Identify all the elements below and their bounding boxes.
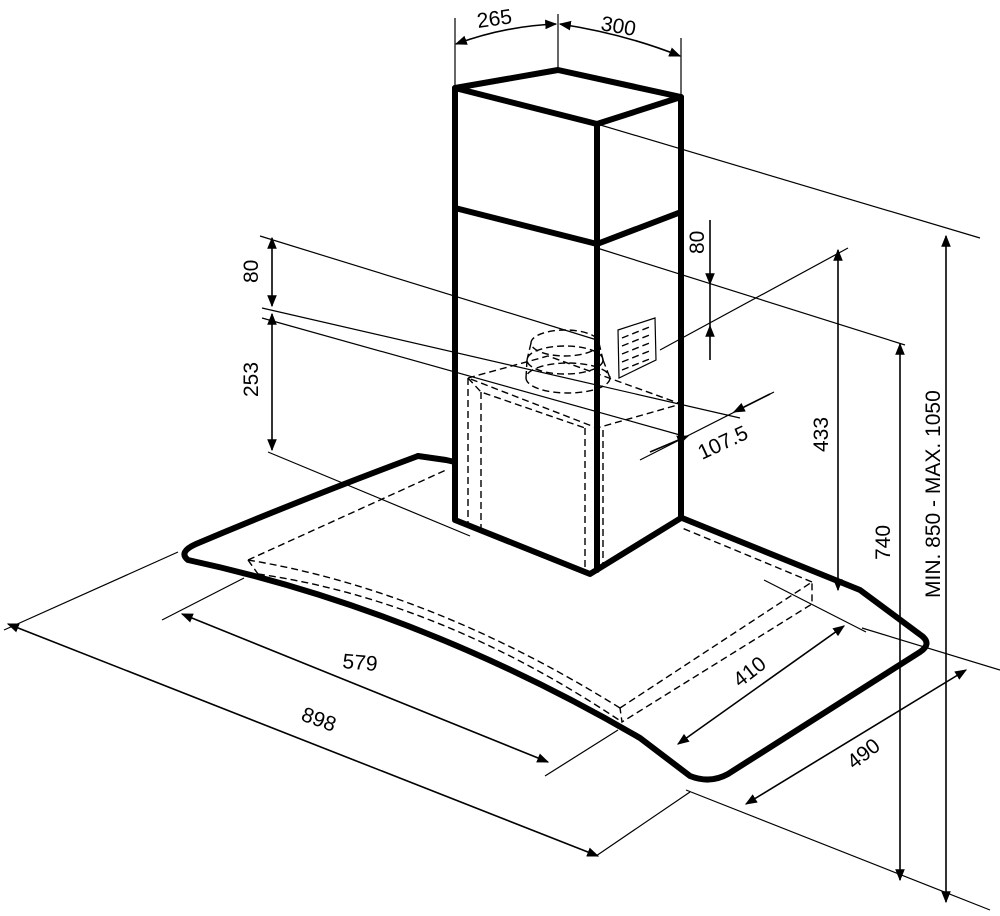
label-300: 300 — [599, 12, 638, 41]
motor-housing-hidden — [465, 317, 684, 568]
label-410: 410 — [729, 652, 771, 692]
dimension-arrows — [6, 19, 968, 904]
chimney — [452, 67, 684, 577]
label-265: 265 — [475, 5, 513, 33]
label-80-right: 80 — [686, 231, 709, 254]
label-253: 253 — [240, 362, 263, 397]
label-740: 740 — [872, 525, 895, 560]
label-80-left: 80 — [240, 260, 263, 283]
label-579: 579 — [342, 650, 379, 676]
glass-canopy — [181, 453, 930, 783]
label-total-height: MIN. 850 - MAX. 1050 — [922, 390, 945, 598]
label-433: 433 — [810, 417, 833, 452]
label-490: 490 — [843, 734, 885, 774]
extension-lines — [3, 14, 1000, 911]
label-898: 898 — [298, 703, 339, 737]
